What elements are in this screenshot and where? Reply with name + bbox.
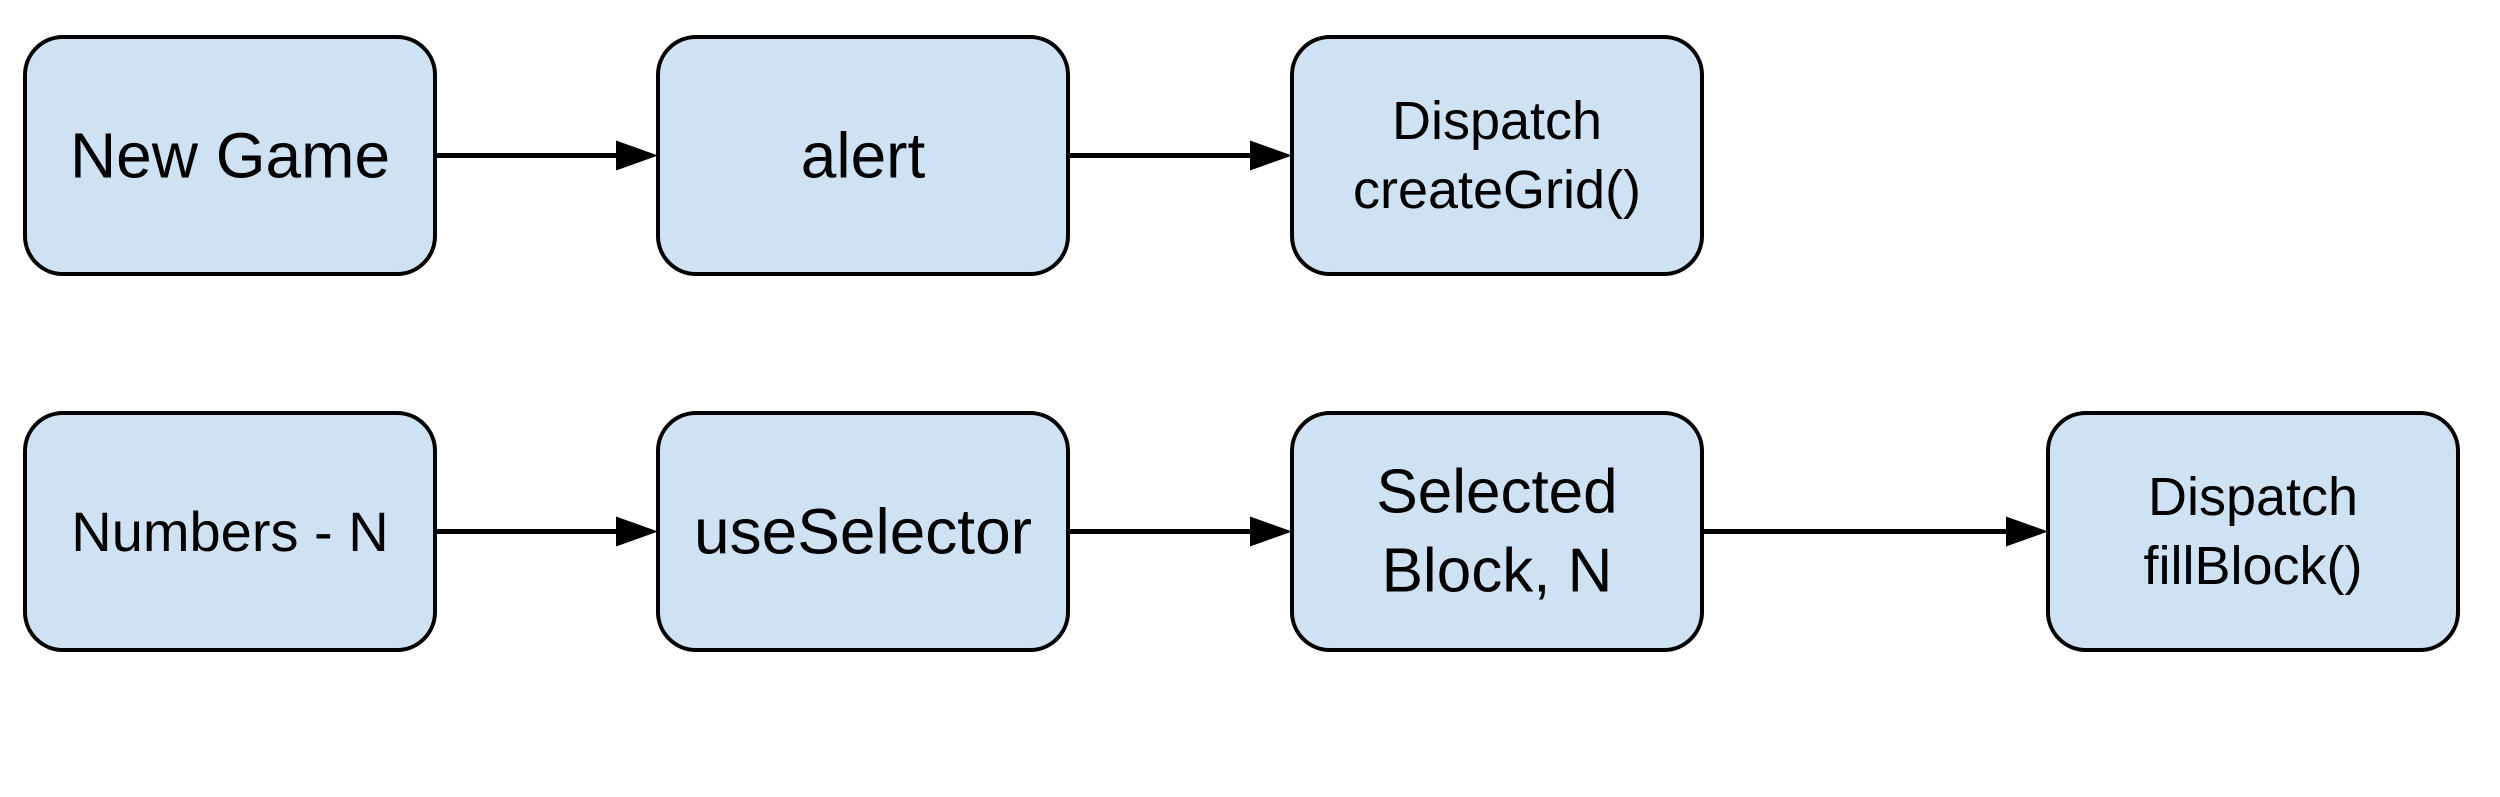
arrow-selected-block-n-to-dispatch-fill-block [1702,516,2048,547]
node-box [656,411,1070,652]
arrowhead-icon [1250,516,1292,547]
node-label-line: Block, N [1382,537,1613,606]
node-label-line: alert [801,120,926,192]
node-label-line: Selected [1376,457,1617,526]
arrow-numbers-n-to-use-selector [435,516,658,547]
arrowhead-icon [616,516,658,547]
node-dispatch-fill-block: Dispatch fillBlock() [2046,411,2460,652]
arrowhead-icon [1250,140,1292,171]
node-label-line: createGrid() [1353,160,1641,220]
node-use-selector: useSelector [656,411,1070,652]
node-alert: alert [656,35,1070,276]
node-label-line: Dispatch [1392,91,1602,151]
node-numbers-n: Numbers - N [23,411,437,652]
arrowhead-icon [616,140,658,171]
node-new-game: New Game [23,35,437,276]
arrow-use-selector-to-selected-block-n [1068,516,1292,547]
node-box [23,411,437,652]
node-label-line: useSelector [694,496,1032,568]
node-dispatch-create-grid: Dispatch createGrid() [1290,35,1704,276]
edges-layer [435,140,2048,547]
arrow-new-game-to-alert [435,140,658,171]
node-label-line: New Game [70,120,390,192]
node-label-line: fillBlock() [2143,536,2362,596]
arrowhead-icon [2006,516,2048,547]
node-label-line: Numbers - N [71,500,388,563]
node-label-line: Dispatch [2148,467,2358,527]
node-box [23,35,437,276]
node-box [2046,411,2460,652]
node-box [656,35,1070,276]
arrow-alert-to-dispatch-create-grid [1068,140,1292,171]
node-box [1290,35,1704,276]
node-box [1290,411,1704,652]
